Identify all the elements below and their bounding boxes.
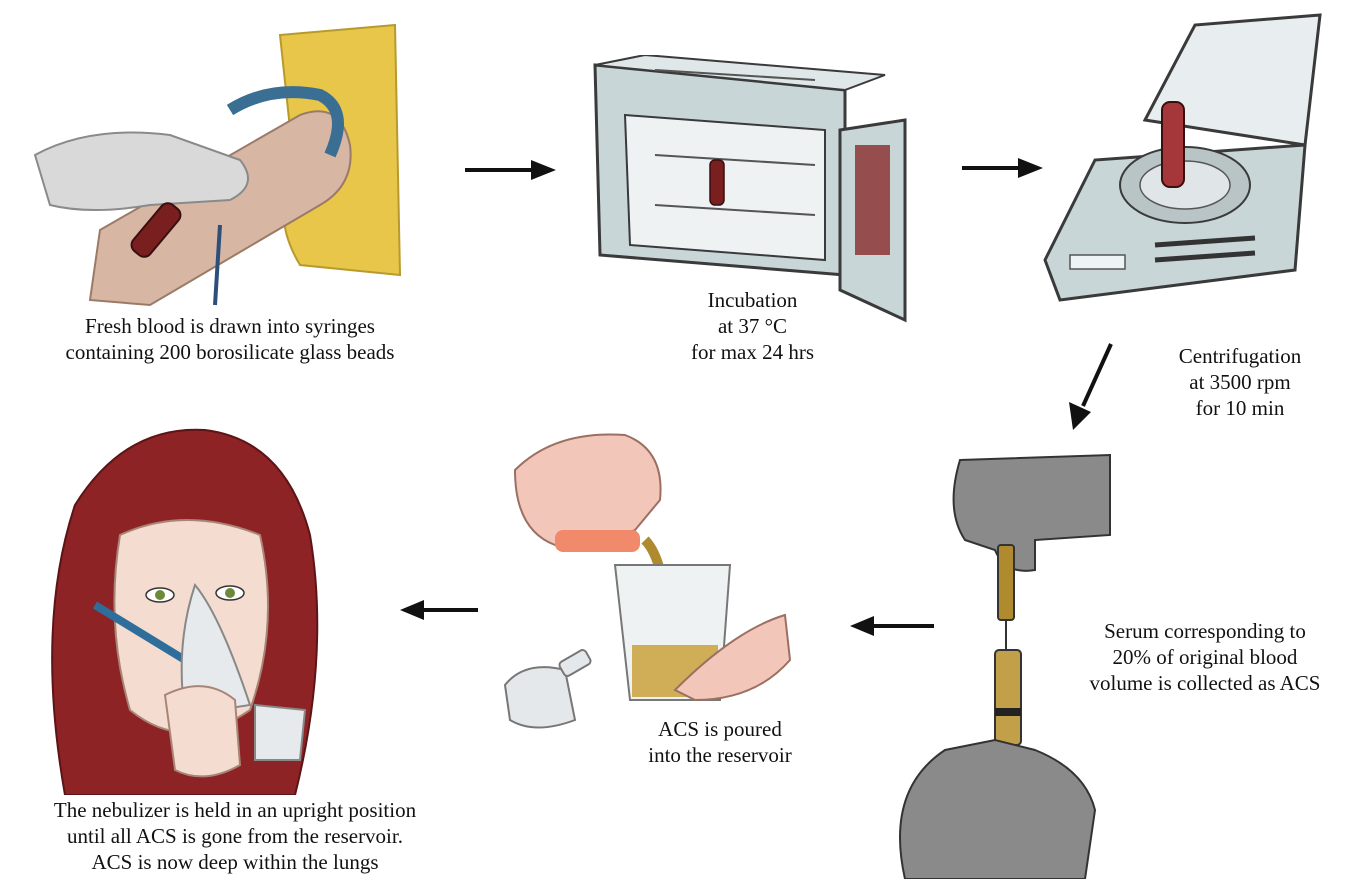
patient-nebulizer-illustration <box>35 425 335 795</box>
arm-blood-draw-icon <box>30 15 410 310</box>
pour-illustration <box>495 430 795 730</box>
centrifuge-illustration <box>1035 10 1335 310</box>
step-caption-centrifuge: Centrifugation at 3500 rpm for 10 min <box>1140 343 1340 421</box>
step-caption-incubate: Incubation at 37 °C for max 24 hrs <box>640 287 865 365</box>
step-caption-draw: Fresh blood is drawn into syringes conta… <box>20 313 440 365</box>
nebulizer-mask-icon <box>35 425 335 795</box>
flow-arrow-right-2 <box>960 156 1045 180</box>
step-caption-inhale: The nebulizer is held in an upright posi… <box>15 797 455 875</box>
pour-into-reservoir-icon <box>495 430 795 730</box>
blood-draw-illustration <box>30 15 410 310</box>
step-caption-collect: Serum corresponding to 20% of original b… <box>1060 618 1350 696</box>
flow-arrow-right-1 <box>463 158 558 182</box>
flow-arrow-down-left <box>1063 340 1118 432</box>
flow-arrow-left-2 <box>398 598 480 622</box>
flow-arrow-left-1 <box>848 614 936 638</box>
step-caption-pour: ACS is poured into the reservoir <box>605 716 835 768</box>
centrifuge-icon <box>1035 10 1335 310</box>
